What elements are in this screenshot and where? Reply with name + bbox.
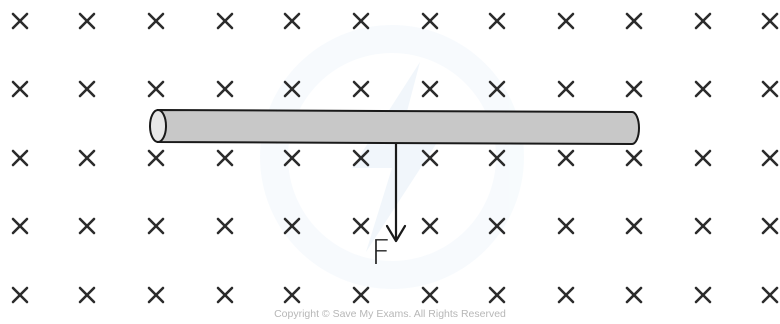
field-cross-icon xyxy=(352,149,370,167)
field-cross-icon xyxy=(694,149,712,167)
field-cross-icon xyxy=(421,217,439,235)
field-cross-icon xyxy=(78,286,96,304)
field-cross-icon xyxy=(216,80,234,98)
field-cross-icon xyxy=(78,12,96,30)
field-cross-icon xyxy=(11,217,29,235)
field-cross-icon xyxy=(761,217,779,235)
field-cross-icon xyxy=(283,217,301,235)
field-cross-icon xyxy=(557,12,575,30)
field-cross-icon xyxy=(283,80,301,98)
force-label: F xyxy=(371,233,391,273)
field-cross-icon xyxy=(216,149,234,167)
field-cross-icon xyxy=(761,12,779,30)
field-cross-icon xyxy=(78,149,96,167)
field-cross-icon xyxy=(625,12,643,30)
field-cross-icon xyxy=(216,286,234,304)
field-cross-icon xyxy=(557,217,575,235)
conducting-rod xyxy=(149,108,640,146)
field-cross-icon xyxy=(488,149,506,167)
field-cross-icon xyxy=(694,217,712,235)
field-cross-icon xyxy=(421,80,439,98)
field-cross-icon xyxy=(625,217,643,235)
field-cross-icon xyxy=(421,286,439,304)
field-cross-icon xyxy=(625,80,643,98)
field-cross-icon xyxy=(283,286,301,304)
field-cross-icon xyxy=(147,80,165,98)
magnetic-field-crosses xyxy=(11,12,779,304)
rod-end-face xyxy=(149,109,167,143)
copyright-notice: Copyright © Save My Exams. All Rights Re… xyxy=(274,308,506,320)
field-cross-icon xyxy=(694,80,712,98)
field-cross-icon xyxy=(694,286,712,304)
field-cross-icon xyxy=(625,286,643,304)
field-cross-icon xyxy=(761,149,779,167)
field-cross-icon xyxy=(78,80,96,98)
field-cross-icon xyxy=(11,80,29,98)
field-cross-icon xyxy=(761,286,779,304)
field-cross-icon xyxy=(283,149,301,167)
field-cross-icon xyxy=(488,12,506,30)
field-cross-icon xyxy=(352,12,370,30)
field-cross-icon xyxy=(488,80,506,98)
field-cross-icon xyxy=(216,217,234,235)
field-cross-icon xyxy=(421,12,439,30)
field-cross-icon xyxy=(557,286,575,304)
field-cross-icon xyxy=(283,12,301,30)
field-cross-icon xyxy=(147,149,165,167)
field-cross-icon xyxy=(352,217,370,235)
field-cross-icon xyxy=(625,149,643,167)
field-cross-icon xyxy=(147,217,165,235)
field-cross-icon xyxy=(147,12,165,30)
field-cross-icon xyxy=(694,12,712,30)
field-cross-icon xyxy=(352,286,370,304)
field-cross-icon xyxy=(11,286,29,304)
watermark-logo-icon xyxy=(260,25,524,289)
field-cross-icon xyxy=(488,286,506,304)
field-cross-icon xyxy=(557,80,575,98)
field-cross-icon xyxy=(11,149,29,167)
field-cross-icon xyxy=(147,286,165,304)
field-cross-icon xyxy=(761,80,779,98)
field-cross-icon xyxy=(216,12,234,30)
field-cross-icon xyxy=(557,149,575,167)
field-cross-icon xyxy=(78,217,96,235)
force-arrow xyxy=(385,144,407,243)
field-cross-icon xyxy=(421,149,439,167)
field-cross-icon xyxy=(488,217,506,235)
field-cross-icon xyxy=(11,12,29,30)
field-cross-icon xyxy=(352,80,370,98)
